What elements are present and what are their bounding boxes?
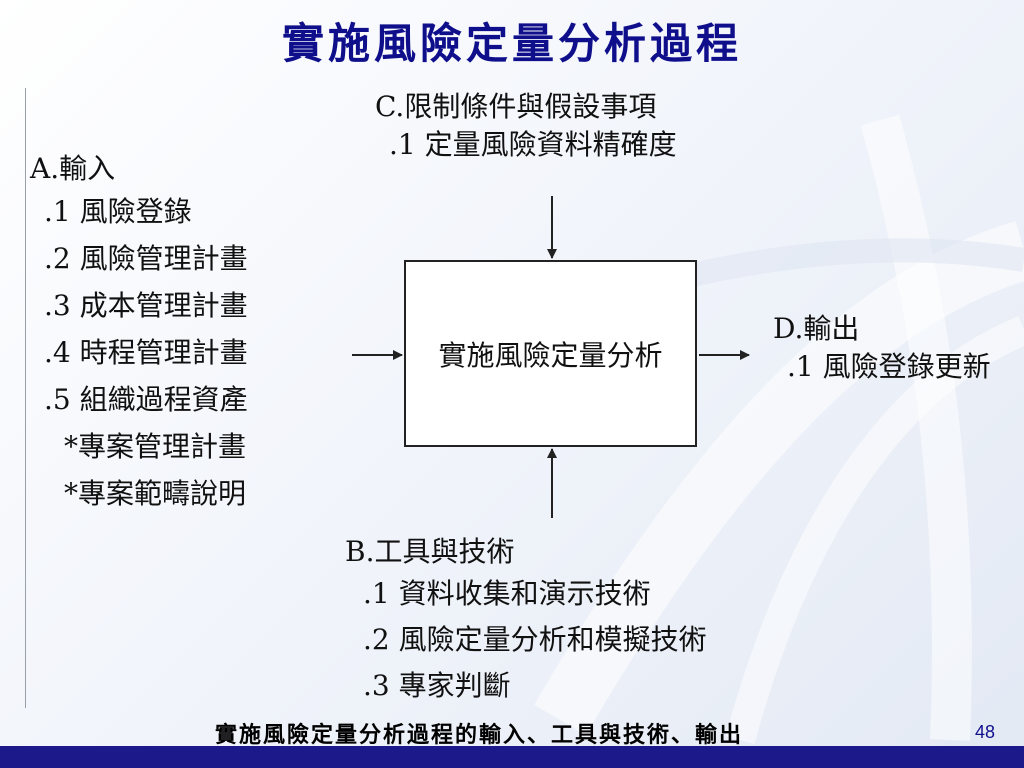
page-title: 實施風險定量分析過程 [281, 19, 742, 68]
process-box: 實施風險定量分析 [404, 260, 697, 447]
process-label: 實施風險定量分析 [438, 338, 663, 372]
constraints-heading: C.限制條件與假設事項 [375, 90, 657, 123]
left-divider [25, 88, 26, 708]
constraints-item: .1 定量風險資料精確度 [389, 128, 677, 161]
slide-caption: 實施風險定量分析過程的輸入、工具與技術、輸出 [215, 722, 744, 748]
inputs-item: .3 成本管理計畫 [44, 289, 248, 322]
outputs-block: D.輸出 .1 風險登錄更新 [773, 310, 991, 386]
tools-item: .3 專家判斷 [363, 669, 511, 702]
tools-item: .2 風險定量分析和模擬技術 [363, 623, 707, 656]
inputs-item: *專案管理計畫 [64, 430, 247, 463]
tools-block: B.工具與技術 .1 資料收集和演示技術 .2 風險定量分析和模擬技術 .3 專… [345, 533, 707, 709]
tools-heading: B.工具與技術 [345, 535, 515, 568]
inputs-block: A.輸入 .1 風險登錄 .2 風險管理計畫 .3 成本管理計畫 .4 時程管理… [30, 150, 248, 517]
outputs-item: .1 風險登錄更新 [787, 350, 991, 383]
inputs-item: .4 時程管理計畫 [44, 336, 248, 369]
tools-item: .1 資料收集和演示技術 [363, 577, 651, 610]
bottom-bar [0, 746, 1024, 768]
inputs-item: .2 風險管理計畫 [44, 242, 248, 275]
inputs-item: .1 風險登錄 [44, 195, 192, 228]
constraints-block: C.限制條件與假設事項 .1 定量風險資料精確度 [375, 88, 677, 164]
inputs-item: *專案範疇說明 [64, 477, 247, 510]
page-number: 48 [975, 722, 996, 742]
inputs-heading: A.輸入 [30, 152, 116, 185]
inputs-item: .5 組織過程資產 [44, 383, 248, 416]
outputs-heading: D.輸出 [773, 312, 860, 345]
